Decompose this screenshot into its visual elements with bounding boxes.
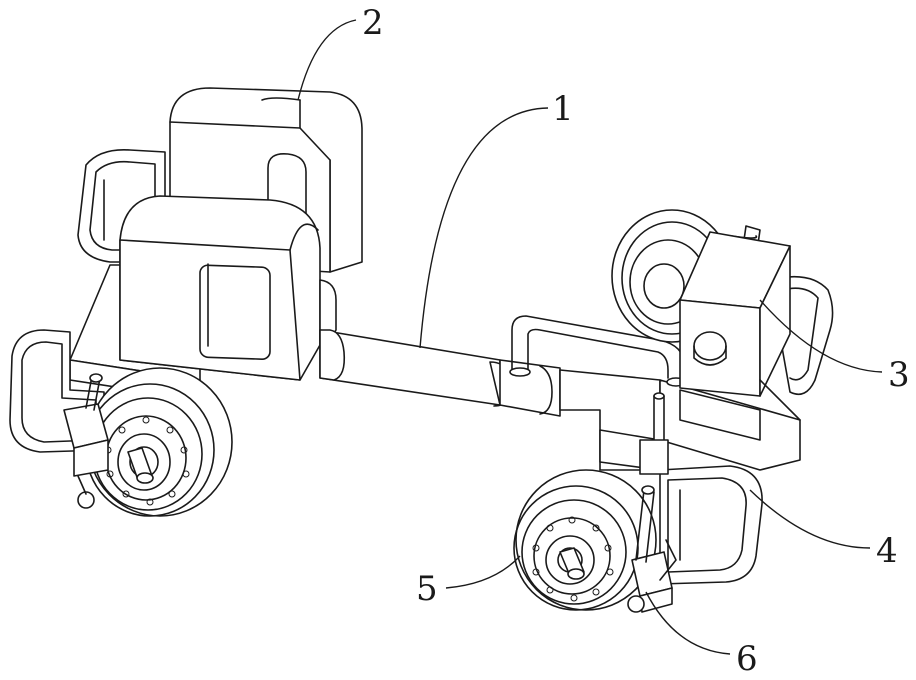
leader-4 [750, 490, 870, 548]
leader-2 [298, 20, 356, 100]
label-3: 3 [888, 355, 910, 395]
label-1: 1 [552, 89, 574, 129]
label-6: 6 [736, 639, 758, 679]
front-motor-box [120, 196, 336, 380]
label-4: 4 [876, 531, 898, 571]
front-right-guard [660, 466, 762, 584]
leader-1 [420, 108, 548, 348]
front-right-wheel [514, 470, 656, 610]
leader-5 [446, 556, 520, 588]
label-2: 2 [362, 3, 384, 43]
label-5: 5 [416, 569, 438, 609]
